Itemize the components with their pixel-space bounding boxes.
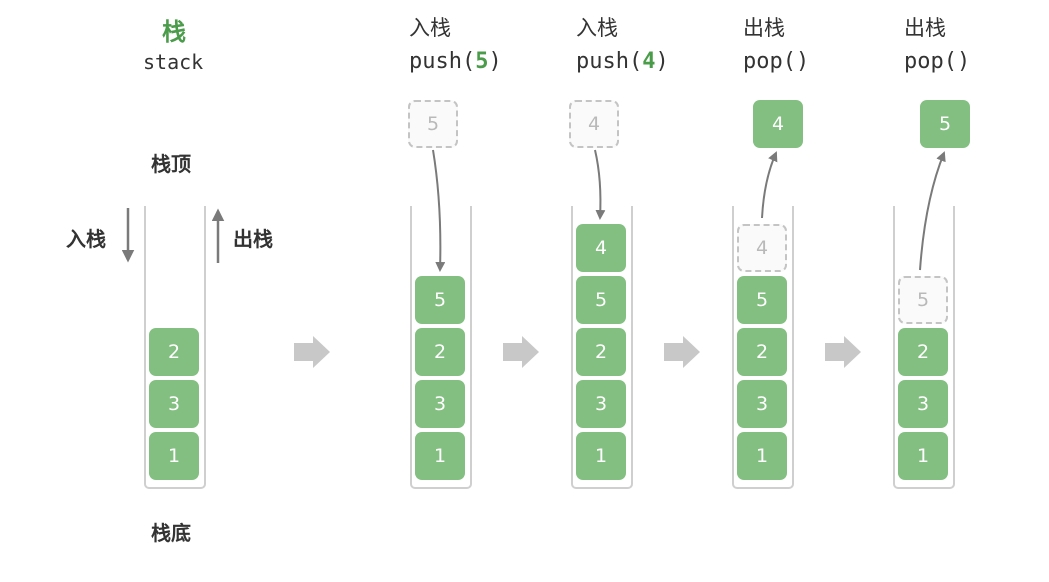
stack-element: 2 (898, 328, 948, 376)
push-movement-arrow (594, 149, 606, 220)
step-2-code: push(4) (576, 49, 669, 74)
code-text: pop() (904, 49, 971, 74)
removed-element-ghost: 5 (898, 276, 948, 324)
pop-label: 出栈 (233, 227, 273, 251)
stack-element: 3 (149, 380, 199, 428)
stack-element: 3 (576, 380, 626, 428)
stack-element: 2 (737, 328, 787, 376)
step-2-op-label: 入栈 (576, 16, 618, 40)
legend-subtitle: stack (143, 50, 204, 74)
step-1-op-label: 入栈 (409, 16, 451, 40)
stack-element: 1 (149, 432, 199, 480)
code-text: pop() (743, 49, 810, 74)
code-text: ) (488, 49, 502, 74)
step-3-code: pop() (743, 49, 809, 74)
code-text: push( (409, 49, 476, 74)
stack-element: 1 (898, 432, 948, 480)
legend-title: 栈 (162, 18, 186, 46)
stack-element: 5 (737, 276, 787, 324)
incoming-element: 4 (569, 100, 619, 148)
code-text: ) (655, 49, 669, 74)
stack-element: 1 (576, 432, 626, 480)
push-movement-arrow (432, 149, 446, 272)
stack-element: 1 (737, 432, 787, 480)
stack-element: 3 (898, 380, 948, 428)
step-3-stack-container (732, 206, 794, 489)
stack-element: 5 (576, 276, 626, 324)
stack-element: 3 (415, 380, 465, 428)
step-4-op-label: 出栈 (904, 16, 946, 40)
step-4-code: pop() (904, 49, 970, 74)
removed-element-ghost: 4 (737, 224, 787, 272)
stack-element: 5 (415, 276, 465, 324)
step-3-op-label: 出栈 (743, 16, 785, 40)
code-arg: 5 (475, 49, 489, 74)
legend-stack-container (144, 206, 206, 489)
stack-element: 2 (576, 328, 626, 376)
push-label: 入栈 (66, 227, 106, 251)
step-4-stack-container (893, 206, 955, 489)
popped-element: 4 (753, 100, 803, 148)
pop-movement-arrow (919, 151, 946, 271)
stack-element: 4 (576, 224, 626, 272)
next-step-arrow-icon (503, 336, 539, 368)
code-text: push( (576, 49, 643, 74)
stack-element: 2 (149, 328, 199, 376)
stack-bottom-label: 栈底 (151, 521, 191, 545)
popped-element: 5 (920, 100, 970, 148)
next-step-arrow-icon (294, 336, 330, 368)
stack-element: 1 (415, 432, 465, 480)
step-1-stack-container (410, 206, 472, 489)
pop-movement-arrow (761, 151, 778, 219)
code-arg: 4 (642, 49, 656, 74)
next-step-arrow-icon (825, 336, 861, 368)
stack-element: 2 (415, 328, 465, 376)
stack-element: 3 (737, 380, 787, 428)
step-2-stack-container (571, 206, 633, 489)
incoming-element: 5 (408, 100, 458, 148)
next-step-arrow-icon (664, 336, 700, 368)
step-1-code: push(5) (409, 49, 502, 74)
stack-top-label: 栈顶 (151, 152, 191, 176)
